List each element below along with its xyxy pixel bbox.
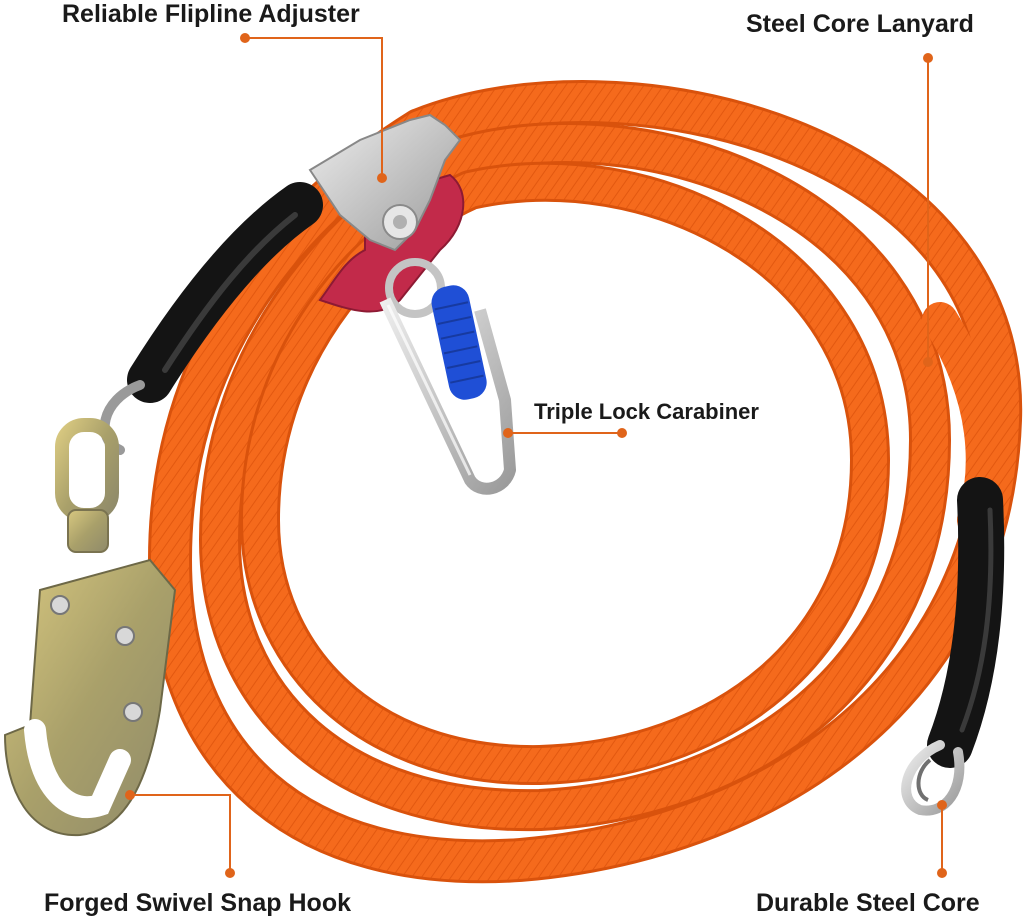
carabiner-lock-sleeve bbox=[431, 285, 487, 400]
hook-gate bbox=[24, 719, 131, 819]
flipline-adjuster bbox=[308, 113, 465, 318]
callout-durable-steel-core: Durable Steel Core bbox=[756, 889, 980, 917]
callout-flipline-adjuster: Reliable Flipline Adjuster bbox=[62, 0, 360, 28]
hook-leader bbox=[130, 794, 231, 873]
callout-dots bbox=[125, 33, 947, 878]
forged-swivel-snap-hook bbox=[3, 418, 177, 837]
right-sleeve bbox=[927, 477, 1005, 768]
adjuster-body bbox=[308, 113, 462, 252]
swivel-joint bbox=[67, 509, 109, 553]
callout-triple-lock-carabiner: Triple Lock Carabiner bbox=[534, 399, 759, 424]
callout-lines bbox=[130, 37, 943, 873]
rope-coils bbox=[147, 80, 1023, 884]
adjuster-leader bbox=[245, 37, 383, 178]
callout-steel-core-lanyard: Steel Core Lanyard bbox=[746, 10, 974, 38]
swivel-eye bbox=[55, 418, 119, 522]
right-steel-thimble bbox=[901, 740, 965, 816]
callout-swivel-snap-hook: Forged Swivel Snap Hook bbox=[44, 889, 351, 917]
hook-body bbox=[3, 558, 177, 837]
left-sleeve bbox=[127, 182, 323, 403]
triple-lock-carabiner bbox=[379, 285, 516, 495]
